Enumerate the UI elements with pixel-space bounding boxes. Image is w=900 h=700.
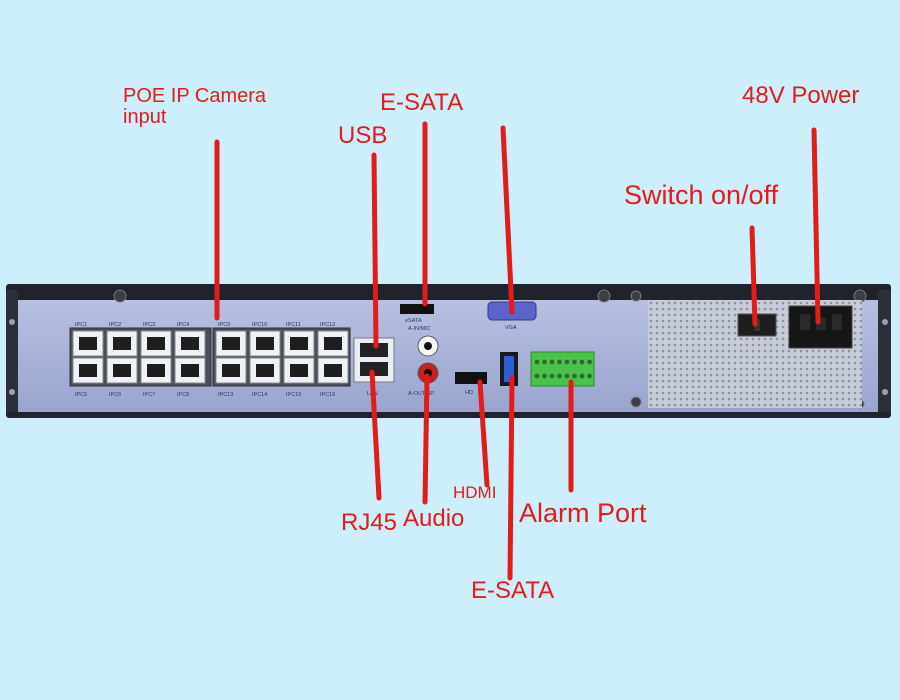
poe-rj45-port	[317, 357, 349, 384]
label-switch-on-off: Switch on/off	[624, 180, 779, 210]
alarm-terminal-screw	[572, 359, 577, 365]
ipc-port-label: IPC2	[109, 322, 121, 328]
ipc-port-label: IPC5	[75, 392, 87, 398]
alarm-terminal-screw	[534, 359, 540, 365]
label-poe-ip-camera: POE IP Camera input	[123, 86, 313, 128]
ipc-port-label: IPC15	[286, 392, 301, 398]
label-alarm-port: Alarm Port	[519, 498, 647, 528]
label-audio: Audio	[403, 505, 465, 532]
label-poe-ip-camera-line2: input	[123, 106, 167, 128]
mount-ear-right	[878, 290, 891, 412]
pointer-hdmi	[477, 379, 490, 488]
label-hdmi: HDMI	[453, 483, 497, 502]
label-usb: USB	[338, 122, 388, 149]
ipc-port-label: IPC8	[177, 392, 189, 398]
alarm-terminal-screw	[564, 359, 570, 365]
audio-out-label: A-OUT/SP	[408, 391, 434, 397]
hdmi-port-label: HD	[465, 390, 473, 396]
audio-in-label: A-IN/MIC	[408, 326, 431, 332]
pointer-vga	[500, 125, 515, 315]
label-esata-bottom: E-SATA	[471, 577, 555, 604]
ipc-port-label: IPC13	[218, 392, 233, 398]
alarm-terminal-screw	[542, 359, 547, 365]
alarm-terminal-screw	[579, 359, 585, 365]
ipc-port-label: IPC4	[177, 322, 189, 328]
ipc-port-label: IPC12	[320, 322, 335, 328]
alarm-terminal-screw	[587, 359, 592, 365]
ipc-port-label: IPC11	[286, 322, 301, 328]
ipc-port-label: IPC16	[320, 392, 335, 398]
poe-rj45-port	[174, 357, 206, 384]
ipc-port-label: IPC7	[143, 392, 155, 398]
ipc-port-label: IPC10	[252, 322, 267, 328]
ipc-port-label: IPC1	[75, 322, 87, 328]
pointer-switch	[749, 225, 758, 327]
ipc-port-label: IPC14	[252, 392, 267, 398]
annotation-pointers	[214, 121, 821, 581]
vga-port-label: VGA	[505, 325, 517, 331]
pointer-rj45	[369, 369, 382, 501]
esata-port-label: eSATA	[405, 318, 422, 324]
pointer-audio	[422, 373, 430, 505]
mount-ear-left	[6, 290, 18, 412]
ipc-port-label: IPC3	[143, 322, 155, 328]
label-rj45: RJ45	[341, 509, 398, 536]
label-esata-top: E-SATA	[380, 89, 464, 116]
esata-port	[400, 304, 434, 314]
label-48v-power: 48V Power	[742, 82, 860, 109]
alarm-terminal-screw	[557, 359, 562, 365]
label-poe-ip-camera-line1: POE IP Camera	[123, 85, 267, 107]
ipc-port-label: IPC6	[109, 392, 121, 398]
alarm-terminal-screw	[549, 359, 555, 365]
alarm-terminal-block	[530, 351, 595, 387]
ipc-port-label: IPC9	[218, 322, 230, 328]
pointer-usb	[371, 152, 379, 349]
pointer-esata-bottom	[507, 375, 515, 581]
pointer-power	[811, 127, 821, 325]
